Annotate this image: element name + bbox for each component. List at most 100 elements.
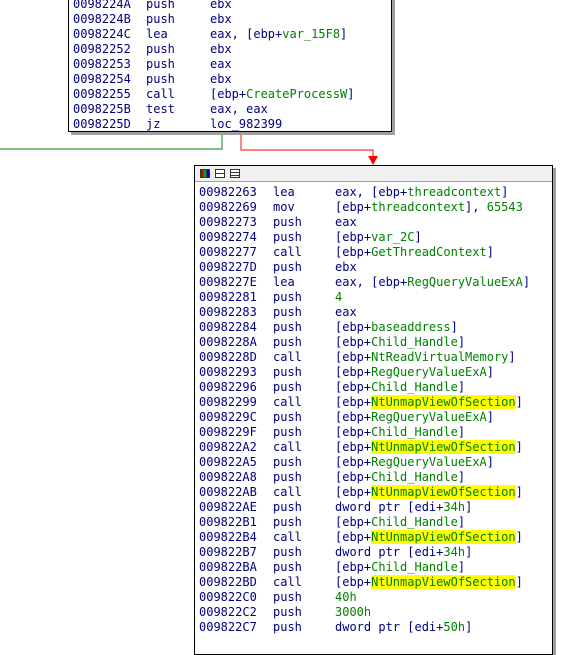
- operand-name[interactable]: 3000h: [335, 605, 372, 619]
- operand-name[interactable]: Child_Handle: [371, 560, 458, 574]
- instruction-address: 00982255: [73, 87, 131, 101]
- operand-name[interactable]: NtUnmapViewOfSection: [371, 395, 516, 409]
- instruction-operands: [ebp+threadcontext], 65543: [335, 200, 523, 215]
- instruction-address: 00982273: [199, 215, 257, 229]
- text-view-icon[interactable]: [230, 169, 240, 178]
- instruction-address: 00982263: [199, 185, 257, 199]
- operand-name[interactable]: Child_Handle: [371, 425, 458, 439]
- instruction-operands: [ebp+CreateProcessW]: [210, 87, 355, 102]
- color-palette-icon[interactable]: [200, 169, 210, 178]
- instruction-mnemonic: push: [273, 290, 302, 304]
- instruction-mnemonic: call: [273, 530, 302, 544]
- operand-text: ]: [347, 87, 355, 101]
- operand-name[interactable]: 50h: [443, 620, 466, 634]
- operand-name[interactable]: 4: [335, 290, 343, 304]
- operand-name[interactable]: var_15F8: [282, 27, 341, 41]
- operand-name[interactable]: baseaddress: [371, 320, 451, 334]
- operand-text: ]: [515, 440, 523, 454]
- operand-name[interactable]: 40h: [335, 590, 357, 604]
- operand-name[interactable]: RegQueryValueExA: [407, 275, 523, 289]
- instruction-address: 00982281: [199, 290, 257, 304]
- operand-name[interactable]: CreateProcessW: [246, 87, 348, 101]
- instruction-operands: 40h: [335, 590, 357, 605]
- operand-name[interactable]: NtUnmapViewOfSection: [371, 485, 516, 499]
- instruction-address: 00982284: [199, 320, 257, 334]
- graph-icon[interactable]: [215, 169, 225, 178]
- operand-text: ]: [457, 335, 466, 349]
- operand-name[interactable]: Child_Handle: [371, 335, 458, 349]
- operand-name[interactable]: threadcontext: [407, 185, 502, 199]
- operand-text: [ebp+: [335, 335, 372, 349]
- instruction-operands: [ebp+Child_Handle]: [335, 470, 465, 485]
- operand-name[interactable]: RegQueryValueExA: [371, 410, 487, 424]
- operand-name[interactable]: NtUnmapViewOfSection: [371, 530, 516, 544]
- operand-name[interactable]: Child_Handle: [371, 515, 458, 529]
- operand-name[interactable]: 34h: [443, 500, 466, 514]
- instruction-mnemonic: lea: [273, 185, 295, 199]
- instruction-operands: eax, eax: [210, 102, 268, 117]
- operand-name[interactable]: Child_Handle: [371, 470, 458, 484]
- operand-name[interactable]: NtUnmapViewOfSection: [371, 575, 516, 589]
- operand-text: ]: [457, 560, 466, 574]
- operand-name[interactable]: NtUnmapViewOfSection: [371, 440, 516, 454]
- instruction-operands: [ebp+NtUnmapViewOfSection]: [335, 575, 523, 590]
- instruction-mnemonic: push: [273, 470, 302, 484]
- operand-name[interactable]: RegQueryValueExA: [371, 365, 487, 379]
- instruction-operands: dword ptr [edi+34h]: [335, 500, 472, 515]
- operand-text: ]: [522, 275, 531, 289]
- operand-name[interactable]: RegQueryValueExA: [371, 455, 487, 469]
- operand-name[interactable]: 34h: [443, 545, 466, 559]
- operand-name[interactable]: threadcontext: [371, 200, 466, 214]
- instruction-line[interactable]: 00982281 push 4: [199, 290, 552, 305]
- operand-name[interactable]: GetThreadContext: [371, 245, 487, 259]
- instruction-operands: [ebp+NtUnmapViewOfSection]: [335, 395, 523, 410]
- operand-name[interactable]: NtReadVirtualMemory: [371, 350, 509, 364]
- instruction-operands: loc_982399: [210, 117, 282, 132]
- operand-text: dword ptr [edi+: [335, 620, 444, 634]
- operand-name[interactable]: 65543: [486, 200, 523, 214]
- operand-name[interactable]: var_2C: [371, 230, 415, 244]
- operand-text: ]: [450, 320, 458, 334]
- operand-name[interactable]: Child_Handle: [371, 380, 458, 394]
